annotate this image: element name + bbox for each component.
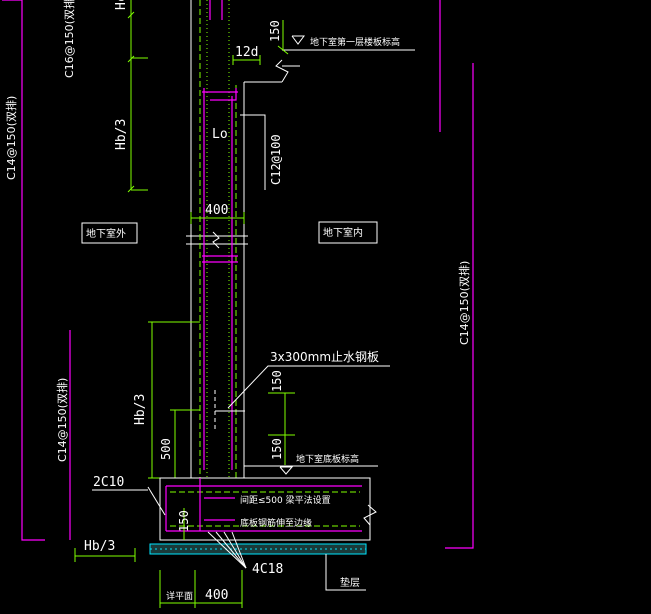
cushion-leader xyxy=(325,554,366,591)
hc-label: Hc xyxy=(114,0,129,10)
hb3-bot-label: Hb/3 xyxy=(84,539,115,554)
waterstop-label: 3x300mm止水钢板 xyxy=(270,350,379,364)
4c18: 4C18 xyxy=(207,531,283,577)
room-tags: 地下室外 地下室内 xyxy=(81,221,378,244)
note1: 间距≤500 梁平法设置 xyxy=(240,494,331,506)
room-left-label: 地下室外 xyxy=(86,227,126,240)
left-rebar-extent xyxy=(2,0,45,541)
wall-rebars xyxy=(199,0,238,478)
note2: 底板钢筋伸至边缘 xyxy=(240,517,312,529)
dim150-top: 150 xyxy=(268,20,282,42)
base-level: 地下室底板标高 xyxy=(244,453,378,475)
dim500-label: 500 xyxy=(159,438,173,460)
c12-label: C12@100 xyxy=(269,134,283,185)
c12-leader xyxy=(240,114,266,190)
4c18-label: 4C18 xyxy=(252,562,283,577)
hb3-mid-label: Hb/3 xyxy=(133,394,148,425)
cushion: 垫层 xyxy=(149,543,367,591)
footing: 间距≤500 梁平法设置 底板钢筋伸至边缘 150 2C10 xyxy=(92,475,377,541)
right-rebar-extent xyxy=(445,63,474,549)
waterstop-leader xyxy=(227,365,390,409)
room-right-label: 地下室内 xyxy=(323,226,363,239)
wall-outline xyxy=(186,0,415,478)
break-mark-mid xyxy=(212,231,220,249)
magenta-extent-lines xyxy=(2,0,474,549)
level-mark-top xyxy=(291,35,305,45)
top-left-dims: Hc Hb/3 C16@150(双排) C14@150(双排) xyxy=(4,0,148,193)
footing-outline xyxy=(159,477,371,541)
2c10-label: 2C10 xyxy=(93,475,124,490)
bottom-dims: Hb/3 详平面 400 xyxy=(74,539,243,608)
dim150-b: 150 xyxy=(270,438,284,460)
waterstop: 3x300mm止水钢板 150 150 xyxy=(214,350,390,465)
lo-c12: Lo C12@100 xyxy=(212,114,283,190)
dim150-foot: 150 xyxy=(177,510,191,532)
cushion-label: 垫层 xyxy=(340,576,360,589)
mid-left-dims: Hb/3 500 C14@150(双排) xyxy=(55,321,200,479)
top-floor-label: 地下室第一层楼板标高 xyxy=(310,36,400,48)
base-level-label: 地下室底板标高 xyxy=(296,453,359,465)
c14-left-top-label: C14@150(双排) xyxy=(4,96,18,180)
room-right-box xyxy=(318,221,378,244)
dim150-a: 150 xyxy=(270,370,284,392)
break-mark-top xyxy=(275,59,289,83)
room-left-box xyxy=(81,222,138,244)
12d-label: 12d xyxy=(235,45,258,60)
dim-bot-left: 详平面 xyxy=(166,590,193,602)
dim400-mid-label: 400 xyxy=(205,203,228,218)
lo-label: Lo xyxy=(212,127,228,142)
hb3-top-label: Hb/3 xyxy=(114,119,129,150)
level-mark-base xyxy=(279,466,294,475)
top-right-dims: 12d 150 地下室第一层楼板标高 xyxy=(232,20,400,65)
c14-left-bot-label: C14@150(双排) xyxy=(55,378,69,462)
c14-right-label: C14@150(双排) xyxy=(457,261,471,345)
dim400-bot: 400 xyxy=(205,588,228,603)
dim400-mid: 400 xyxy=(190,203,245,224)
c16-label: C16@150(双排) xyxy=(62,0,76,78)
